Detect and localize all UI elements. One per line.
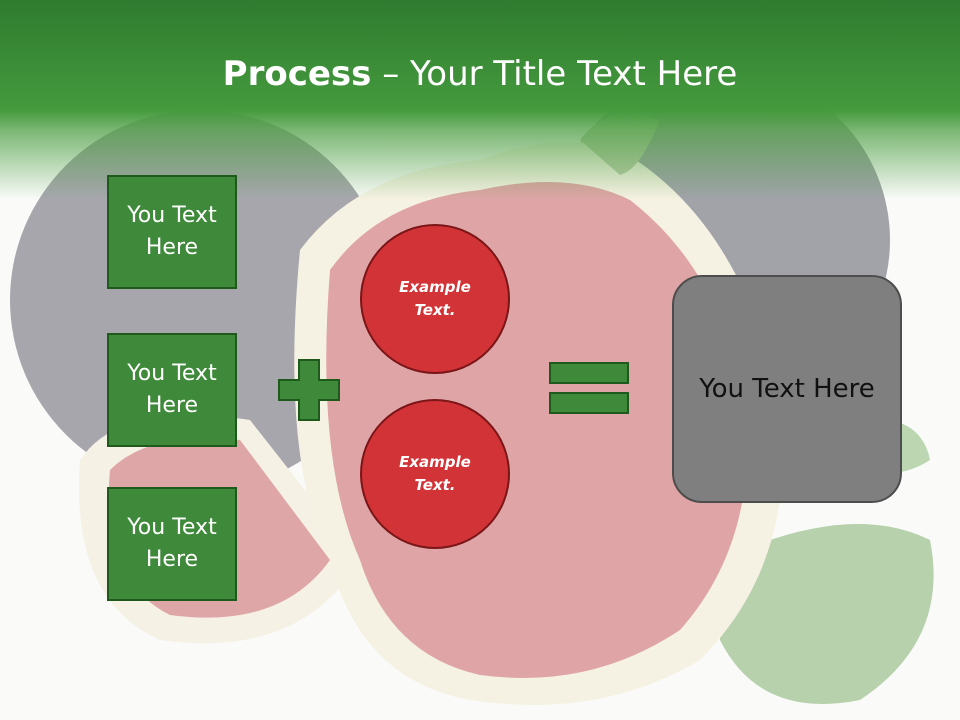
left-text-box-3-label: You Text Here bbox=[127, 515, 217, 572]
left-text-box-1-label: You Text Here bbox=[127, 203, 217, 260]
left-text-box-1[interactable]: You Text Here bbox=[107, 175, 237, 289]
example-circle-1-label: Example Text. bbox=[399, 278, 471, 319]
left-text-box-3[interactable]: You Text Here bbox=[107, 487, 237, 601]
title-bold: Process bbox=[222, 54, 372, 94]
title-rest: Your Title Text Here bbox=[410, 54, 738, 94]
result-text-box[interactable]: You Text Here bbox=[672, 275, 902, 503]
left-text-box-2-label: You Text Here bbox=[127, 361, 217, 418]
plus-icon bbox=[278, 359, 340, 421]
example-circle-2[interactable]: Example Text. bbox=[360, 399, 510, 549]
equals-icon bbox=[549, 362, 629, 414]
left-text-box-2[interactable]: You Text Here bbox=[107, 333, 237, 447]
example-circle-2-label: Example Text. bbox=[399, 453, 471, 494]
result-text-box-label: You Text Here bbox=[699, 374, 875, 404]
example-circle-1[interactable]: Example Text. bbox=[360, 224, 510, 374]
title-banner bbox=[0, 0, 960, 200]
title-dash: – bbox=[371, 54, 411, 94]
page-title: Process – Your Title Text Here bbox=[0, 52, 960, 96]
